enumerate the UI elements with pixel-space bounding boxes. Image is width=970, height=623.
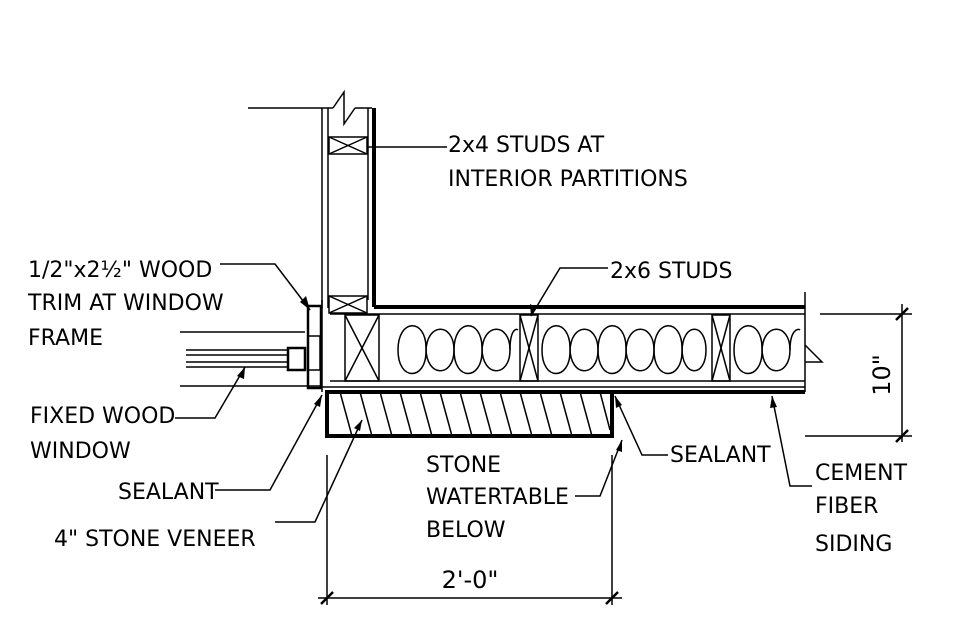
label-sealant-left: SEALANT	[118, 480, 219, 505]
label-sealant-right: SEALANT	[670, 443, 771, 468]
dimension-watertable-width	[318, 455, 622, 605]
label-window-line2: WINDOW	[30, 439, 131, 464]
leader-lines	[175, 146, 812, 523]
stud	[344, 314, 380, 382]
stud	[519, 314, 539, 382]
interior-partition	[248, 89, 376, 314]
exterior-wall	[321, 292, 824, 394]
leader-arrowheads	[237, 296, 777, 452]
insulation	[397, 325, 801, 375]
dimension-label-10in: 10"	[868, 354, 896, 396]
label-siding-line3: SIDING	[815, 532, 892, 557]
window-frame	[180, 304, 323, 390]
label-watertable-line2: WATERTABLE	[426, 485, 569, 510]
label-siding-line2: FIBER	[815, 494, 878, 519]
label-2x4-studs-line1: 2x4 STUDS AT	[448, 133, 605, 158]
label-trim-line3: FRAME	[28, 326, 103, 351]
dimension-label-2ft: 2'-0"	[442, 566, 499, 594]
label-window-line1: FIXED WOOD	[30, 404, 175, 429]
label-trim-line1: 1/2"x2½" WOOD	[28, 258, 212, 283]
label-2x4-studs-line2: INTERIOR PARTITIONS	[448, 167, 688, 192]
stone-watertable	[325, 390, 614, 438]
label-siding-line1: CEMENT	[815, 461, 908, 486]
stud	[711, 314, 731, 382]
label-watertable-line1: STONE	[426, 453, 501, 478]
label-2x6-studs: 2x6 STUDS	[610, 259, 732, 284]
dimension-wall-thickness	[805, 304, 912, 443]
label-trim-line2: TRIM AT WINDOW	[27, 291, 224, 316]
label-stone-veneer: 4" STONE VENEER	[54, 527, 256, 552]
label-watertable-line3: BELOW	[426, 518, 506, 543]
